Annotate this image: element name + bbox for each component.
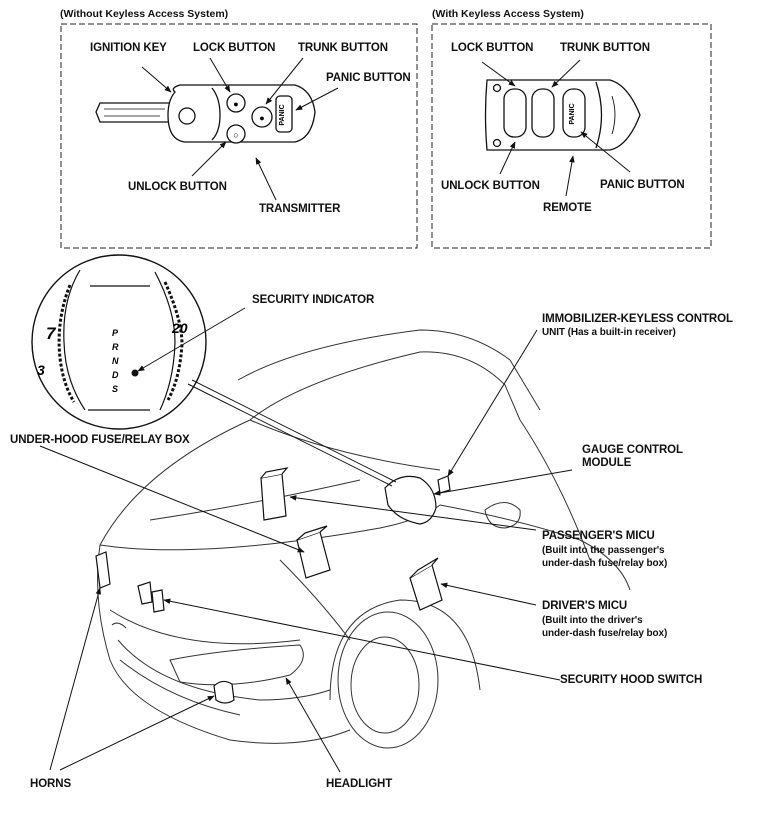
label-unlock-button-right: UNLOCK BUTTON [441, 180, 540, 192]
label-trunk-button-right: TRUNK BUTTON [560, 42, 650, 54]
svg-text:P: P [112, 328, 119, 338]
svg-text:S: S [112, 384, 118, 394]
label-immobilizer: IMMOBILIZER-KEYLESS CONTROL [542, 313, 733, 325]
label-gauge-control-2: MODULE [582, 457, 632, 469]
gauge-number-3: 3 [37, 362, 45, 378]
lock-glyph: ● [233, 99, 238, 109]
svg-text:N: N [112, 356, 119, 366]
label-passenger-micu-sub2: under-dash fuse/relay box) [542, 558, 668, 569]
gear-indicator: P R N D S [112, 328, 119, 394]
remote-panic-key-text: PANIC [569, 103, 576, 124]
label-under-hood-fuse: UNDER-HOOD FUSE/RELAY BOX [10, 434, 190, 446]
panic-key-text: PANIC [279, 104, 286, 125]
label-remote: REMOTE [543, 202, 592, 214]
label-headlight: HEADLIGHT [326, 778, 393, 790]
gauge-number-7: 7 [46, 324, 57, 343]
right-leaders [481, 59, 631, 197]
svg-text:D: D [112, 370, 119, 380]
label-driver-micu: DRIVER'S MICU [542, 600, 628, 612]
panel-right-caption: (With Keyless Access System) [432, 8, 584, 20]
gauge-number-20: 20 [171, 320, 188, 336]
label-security-hood-switch: SECURITY HOOD SWITCH [560, 674, 703, 686]
label-horns: HORNS [30, 778, 72, 790]
gauge-inset [31, 254, 207, 430]
label-panic-button-left: PANIC BUTTON [326, 72, 411, 84]
label-driver-micu-sub1: (Built into the driver's [542, 615, 643, 626]
bottom-leaders [39, 307, 573, 773]
left-leaders [141, 57, 339, 201]
label-lock-button-left: LOCK BUTTON [193, 42, 276, 54]
label-driver-micu-sub2: under-dash fuse/relay box) [542, 628, 668, 639]
label-panic-button-right: PANIC BUTTON [600, 179, 685, 191]
trunk-glyph: ● [259, 113, 264, 123]
components [95, 467, 451, 704]
label-passenger-micu-sub1: (Built into the passenger's [542, 545, 665, 556]
panel-left-caption: (Without Keyless Access System) [60, 8, 229, 20]
remote-drawing [484, 79, 641, 151]
label-unlock-button-left: UNLOCK BUTTON [128, 181, 227, 193]
svg-text:R: R [112, 342, 119, 352]
label-transmitter: TRANSMITTER [259, 203, 341, 215]
label-passenger-micu: PASSENGER'S MICU [542, 530, 655, 542]
unlock-glyph: ○ [233, 130, 238, 140]
panel-right-frame [431, 23, 712, 249]
label-ignition-key: IGNITION KEY [90, 42, 167, 54]
label-gauge-control: GAUGE CONTROL [582, 444, 683, 456]
panel-left-frame [60, 23, 418, 249]
label-immobilizer-sub: UNIT (Has a built-in receiver) [542, 327, 676, 338]
label-trunk-button-left: TRUNK BUTTON [298, 42, 388, 54]
transmitter-key-drawing [95, 84, 316, 144]
vehicle-outline [97, 329, 631, 749]
label-lock-button-right: LOCK BUTTON [451, 42, 534, 54]
label-security-indicator: SECURITY INDICATOR [252, 294, 375, 306]
